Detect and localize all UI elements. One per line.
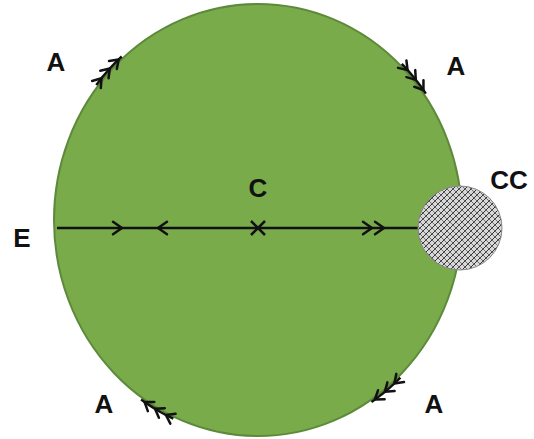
flow-chevron	[158, 222, 167, 235]
flow-chevron	[113, 222, 122, 235]
region-label: C	[249, 175, 268, 201]
flow-arrow	[402, 64, 426, 94]
centre-mark	[251, 221, 265, 235]
hatched-body	[418, 186, 502, 270]
flow-arrow	[141, 399, 173, 418]
region-label: E	[13, 225, 30, 251]
flow-arrow	[96, 57, 121, 85]
stream-line	[57, 227, 452, 230]
flow-marks	[57, 57, 464, 424]
region-label: A	[447, 53, 466, 79]
region-label: A	[95, 391, 114, 417]
region-label: CC	[490, 167, 528, 193]
region-label: A	[425, 391, 444, 417]
flow-arrow	[371, 378, 400, 402]
flow-chevron	[375, 222, 384, 235]
flow-chevron	[363, 222, 372, 235]
cell-body	[54, 4, 462, 436]
region-label: A	[47, 49, 66, 75]
